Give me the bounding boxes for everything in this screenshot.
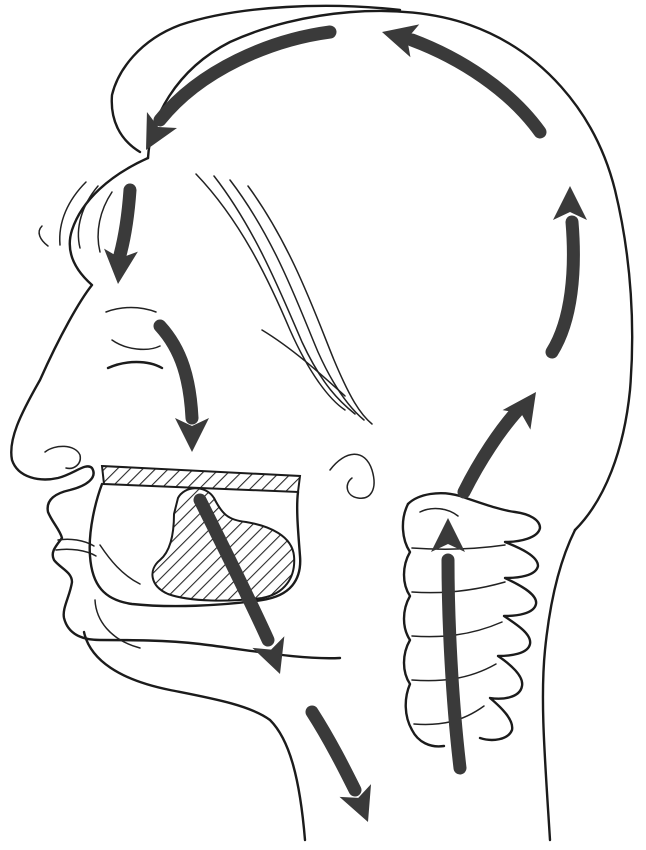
neck-rising-arrow-shaft <box>464 410 518 492</box>
crown-arrow-back <box>378 16 540 132</box>
spine-arrow <box>431 518 465 768</box>
flow-arrows <box>101 16 587 829</box>
throat-arrow-head <box>340 784 384 828</box>
throat-arrow <box>312 712 384 828</box>
occiput-arrow <box>552 186 587 352</box>
occiput-arrow-shaft <box>552 222 573 352</box>
forehead-arrow-shaft <box>120 190 130 255</box>
eye <box>106 308 162 369</box>
crown-arrow-back-shaft <box>412 40 540 132</box>
tongue-arrow-head <box>252 636 296 680</box>
throat-arrow-shaft <box>312 712 355 790</box>
eye-cheek-arrow-shaft <box>160 326 192 418</box>
spine-arrow-head <box>431 518 465 552</box>
oral-cavity <box>90 466 301 606</box>
occiput-arrow-head <box>553 186 587 220</box>
cervical-spine <box>403 493 540 746</box>
eye-cheek-arrow <box>160 326 209 452</box>
crown-arrow-front <box>131 32 330 158</box>
neck-rising-arrow <box>464 382 550 492</box>
forehead-arrow <box>101 190 138 285</box>
